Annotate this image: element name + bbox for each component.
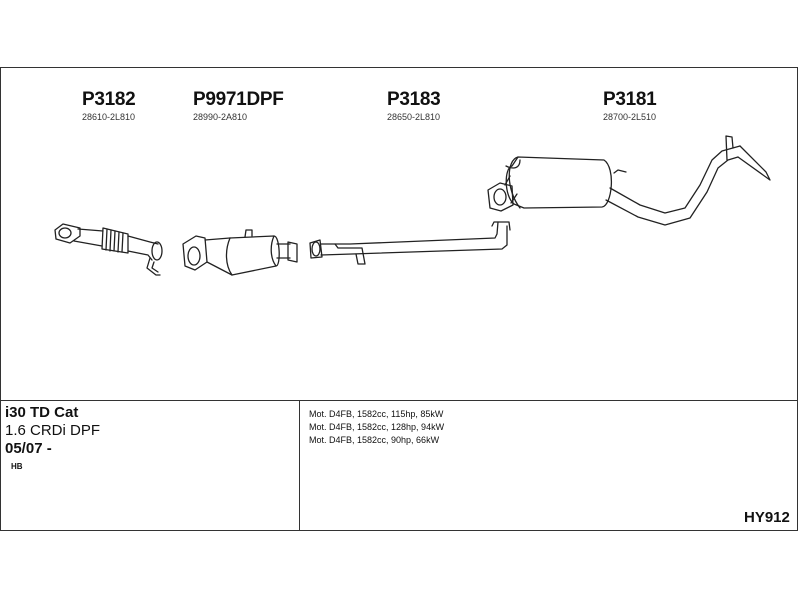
part-code: P3183 <box>387 89 441 110</box>
divider-vertical <box>299 400 300 531</box>
kit-reference: HY912 <box>744 509 790 526</box>
engine-item: Mot. D4FB, 1582cc, 115hp, 85kW <box>309 409 444 419</box>
vehicle-date: 05/07 - <box>5 440 52 457</box>
engine-item: Mot. D4FB, 1582cc, 128hp, 94kW <box>309 422 445 432</box>
part-label-dpf: P9971DPF 28990-2A810 <box>193 89 284 123</box>
oe-number: 28700-2L510 <box>603 112 657 122</box>
engine-list: Mot. D4FB, 1582cc, 115hp, 85kW Mot. D4FB… <box>309 408 444 447</box>
front-pipe-drawing <box>54 223 163 276</box>
part-label-middle-pipe: P3183 28650-2L810 <box>387 89 441 123</box>
middle-pipe-drawing <box>309 221 511 265</box>
engine-item: Mot. D4FB, 1582cc, 90hp, 66kW <box>309 435 440 445</box>
vehicle-engine: 1.6 CRDi DPF <box>5 422 101 439</box>
dpf-drawing <box>182 229 298 276</box>
divider-horizontal <box>0 400 798 401</box>
vehicle-model: i30 TD Cat <box>5 404 79 421</box>
vehicle-body-type: HB <box>11 462 23 471</box>
oe-number: 28650-2L810 <box>387 112 441 122</box>
part-label-front-pipe: P3182 28610-2L810 <box>82 89 136 123</box>
oe-number: 28990-2A810 <box>193 112 248 122</box>
part-code: P3182 <box>82 89 136 110</box>
part-code: P3181 <box>603 89 657 110</box>
diagram-frame <box>0 67 798 531</box>
part-code: P9971DPF <box>193 89 284 110</box>
vehicle-info: i30 TD Cat 1.6 CRDi DPF 05/07 - HB <box>5 404 100 471</box>
part-label-rear-silencer: P3181 28700-2L510 <box>603 89 657 123</box>
rear-silencer-drawing <box>487 135 771 226</box>
oe-number: 28610-2L810 <box>82 112 136 122</box>
